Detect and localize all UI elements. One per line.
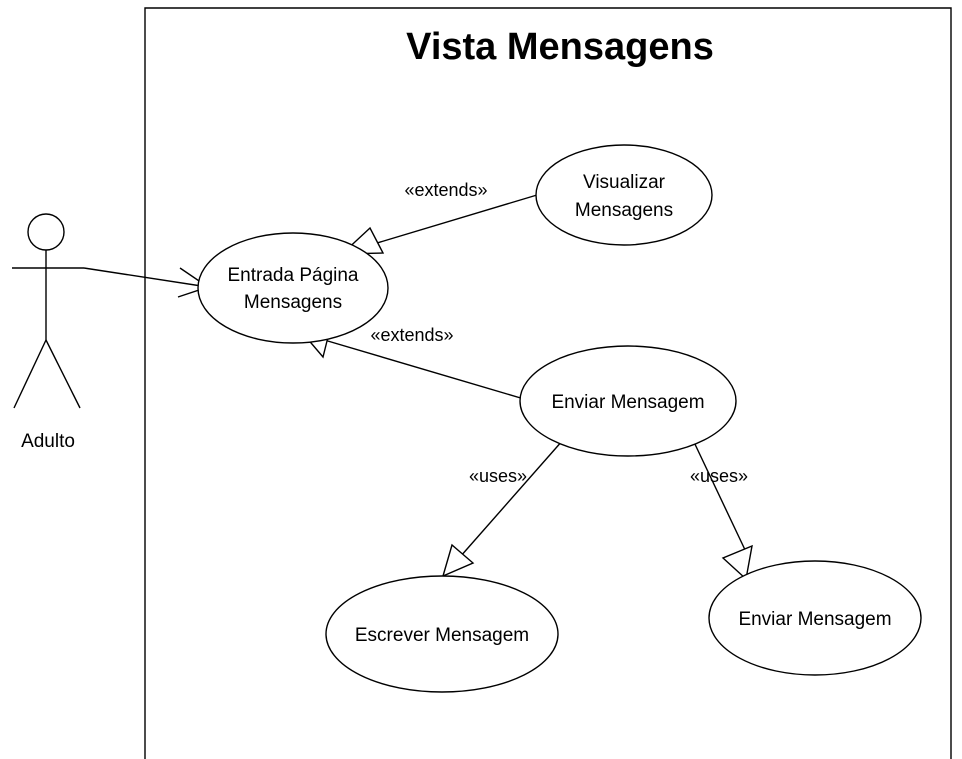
system-boundary xyxy=(144,7,952,759)
use-case-visualizar-mensagens: Visualizar Mensagens xyxy=(535,144,713,246)
extends-visualizar-entrada xyxy=(340,194,538,255)
use-case-label-line1: Visualizar xyxy=(583,172,666,193)
generalization-arrowhead xyxy=(441,543,475,578)
use-case-label: Escrever Mensagem xyxy=(355,625,529,646)
actor-head xyxy=(27,213,65,251)
use-case-escrever-mensagem: Escrever Mensagem xyxy=(325,575,559,693)
system-title: Vista Mensagens xyxy=(406,26,714,68)
extends-label-mid: «extends» xyxy=(370,325,453,345)
association-actor-entrada xyxy=(83,267,210,298)
actor-leg-right xyxy=(45,339,81,409)
use-case-enviar-mensagem-sub: Enviar Mensagem xyxy=(708,560,922,676)
use-case-label: Enviar Mensagem xyxy=(551,392,704,413)
use-case-entrada-pagina-mensagens: Entrada Página Mensagens xyxy=(197,232,389,344)
uses-label-left: «uses» xyxy=(469,466,527,486)
use-case-label-line2: Mensagens xyxy=(244,292,342,313)
actor-leg-left xyxy=(13,339,47,409)
uses-enviar-escrever xyxy=(441,439,564,578)
actor-label: Adulto xyxy=(21,431,75,452)
use-case-label-line2: Mensagens xyxy=(575,200,673,221)
use-case-label: Enviar Mensagem xyxy=(738,609,891,630)
extends-label-top: «extends» xyxy=(404,180,487,200)
use-case-enviar-mensagem-main: Enviar Mensagem xyxy=(519,345,737,457)
uses-enviar-enviar xyxy=(692,439,753,581)
generalization-arrowhead xyxy=(721,544,753,581)
uses-label-right: «uses» xyxy=(690,466,748,486)
use-case-label-line1: Entrada Página xyxy=(228,265,359,286)
actor-adulto xyxy=(12,213,84,409)
